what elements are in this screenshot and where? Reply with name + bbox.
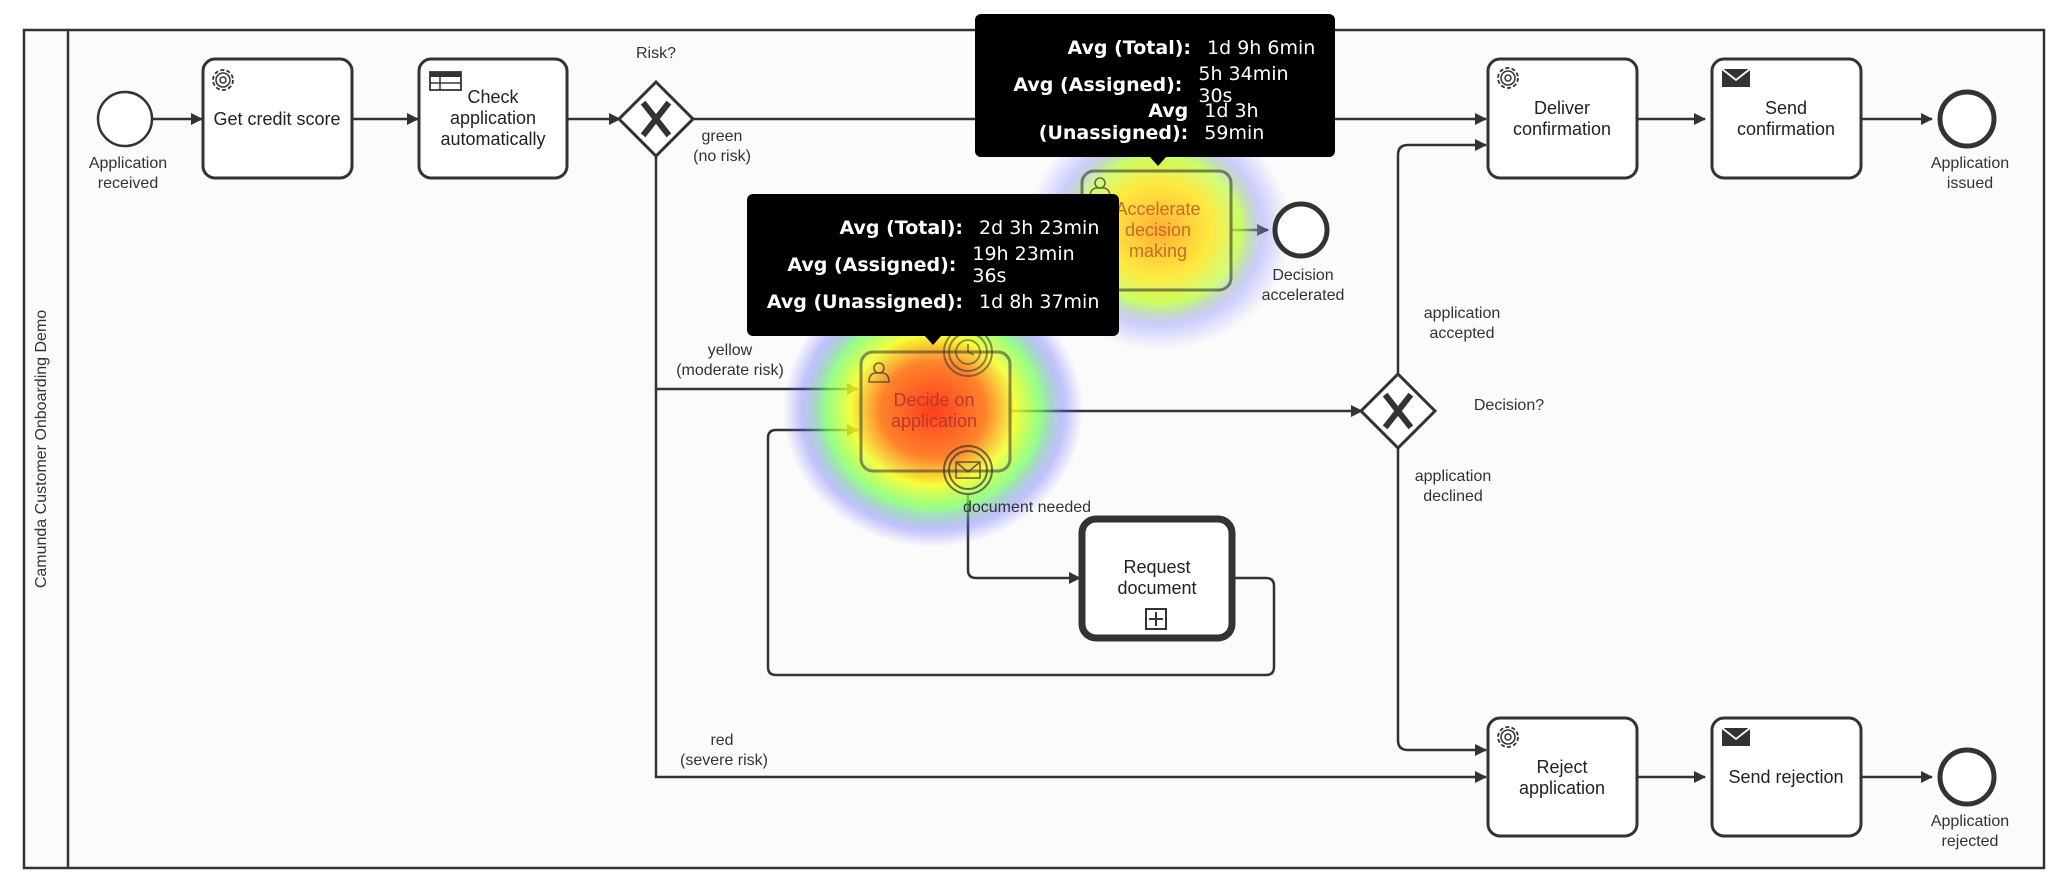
end-rejected-label-1: Application (1931, 813, 2009, 830)
task-label: Get credit score (213, 109, 340, 129)
task-decide-on-application[interactable]: Decide on application (859, 350, 1012, 473)
end-accelerated-label-1: Decision (1272, 267, 1333, 284)
task-reject-application[interactable]: Reject application (1486, 716, 1639, 838)
user-icon (868, 362, 890, 383)
task-label: decision (1125, 220, 1191, 240)
task-label: application (891, 411, 977, 431)
label-green-1: green (702, 128, 743, 145)
envelope-icon (955, 461, 981, 479)
label-red-1: red (710, 732, 733, 749)
task-deliver-confirmation[interactable]: Deliver confirmation (1486, 57, 1639, 180)
task-send-rejection[interactable]: Send rejection (1710, 716, 1863, 838)
end-event-issued[interactable] (1937, 89, 1997, 149)
label-yellow-1: yellow (708, 342, 753, 359)
task-label: application (450, 108, 536, 128)
gateway-decision[interactable] (1358, 371, 1438, 451)
end-event-rejected[interactable] (1937, 747, 1997, 807)
end-event-accelerated[interactable] (1272, 201, 1330, 259)
tooltip-value: 5h 34min 30s (1198, 62, 1289, 107)
flow-accepted (1396, 139, 1487, 375)
gear-icon (212, 69, 234, 91)
task-send-confirmation[interactable]: Send confirmation (1710, 57, 1863, 180)
task-label: Send (1765, 98, 1807, 118)
task-label: Send rejection (1728, 767, 1843, 787)
task-check-application[interactable]: Check application automatically (417, 57, 569, 180)
duration-tooltip-decide: Avg (Total): 2d 3h 23min Avg (Assigned): 1… (747, 194, 1119, 345)
heatmap-decide (783, 273, 1083, 547)
expand-icon[interactable] (1145, 608, 1167, 630)
duration-tooltip-accelerate: Avg (Total): 1d 9h 6min Avg (Assigned): 5h… (975, 14, 1335, 166)
task-label: Accelerate (1115, 199, 1200, 219)
envelope-icon (1721, 727, 1751, 746)
label-accepted-1: application (1424, 305, 1501, 322)
gateway-decision-label: Decision? (1474, 397, 1544, 414)
label-declined-1: application (1415, 468, 1492, 485)
tooltip-value: 1d 8h 37min (979, 290, 1100, 313)
task-accelerate-decision[interactable]: Accelerate decision making (1080, 169, 1233, 292)
gateway-risk-label: Risk? (636, 45, 676, 62)
end-issued-label-2: issued (1947, 175, 1993, 192)
tooltip-key: Avg (Total): (839, 216, 964, 239)
label-accepted-2: accepted (1430, 325, 1495, 342)
start-event-label-2: received (98, 175, 158, 192)
flow-request-loop (766, 424, 1276, 677)
task-label: automatically (440, 129, 545, 149)
tooltip-value: 2d 3h 23min (979, 216, 1100, 239)
user-icon (1089, 177, 1111, 198)
x-icon (640, 100, 672, 138)
task-label: confirmation (1737, 119, 1835, 139)
end-accelerated-label-2: accelerated (1262, 287, 1345, 304)
label-red-2: (severe risk) (680, 752, 768, 769)
task-label: Deliver (1534, 98, 1590, 118)
subprocess-request-document[interactable]: Request document (1078, 515, 1236, 642)
start-event-label-1: Application (89, 155, 167, 172)
task-label: Request (1123, 557, 1190, 577)
label-green-2: (no risk) (693, 148, 751, 165)
end-rejected-label-2: rejected (1942, 833, 1999, 850)
tooltip-key: Avg (Unassigned): (766, 290, 963, 313)
task-label: application (1519, 778, 1605, 798)
gateway-risk[interactable] (616, 79, 696, 159)
tooltip-key: Avg (Unassigned): (1038, 99, 1189, 144)
clock-icon (955, 339, 981, 365)
tooltip-key: Avg (Assigned): (787, 253, 957, 276)
task-label: document (1117, 578, 1196, 598)
task-label: making (1129, 241, 1187, 261)
label-document-needed: document needed (963, 499, 1091, 516)
label-yellow-2: (moderate risk) (676, 362, 784, 379)
end-issued-label-1: Application (1931, 155, 2009, 172)
gear-icon (1497, 726, 1519, 748)
business-rule-icon (429, 71, 462, 91)
tooltip-key: Avg (Assigned): (1013, 73, 1183, 96)
pool-name: Camunda Customer Onboarding Demo (33, 310, 50, 588)
tooltip-key: Avg (Total): (1067, 36, 1192, 59)
tooltip-value: 1d 9h 6min (1207, 36, 1316, 59)
tooltip-value: 19h 23min 36s (972, 242, 1075, 287)
tooltip-value: 1d 3h 59min (1204, 99, 1265, 144)
label-declined-2: declined (1423, 488, 1483, 505)
start-event[interactable] (96, 90, 154, 148)
task-label: Decide on (893, 390, 974, 410)
flow-boundary-request (966, 494, 1081, 584)
task-label: Reject (1536, 757, 1587, 777)
gear-icon (1497, 67, 1519, 89)
message-boundary-event[interactable] (943, 445, 993, 495)
flow-red (654, 389, 1487, 783)
task-get-credit-score[interactable]: Get credit score (201, 57, 354, 180)
flow-declined (1396, 447, 1487, 756)
x-icon (1382, 392, 1414, 430)
envelope-icon (1721, 68, 1751, 87)
task-label: confirmation (1513, 119, 1611, 139)
task-label: Check (467, 87, 519, 107)
